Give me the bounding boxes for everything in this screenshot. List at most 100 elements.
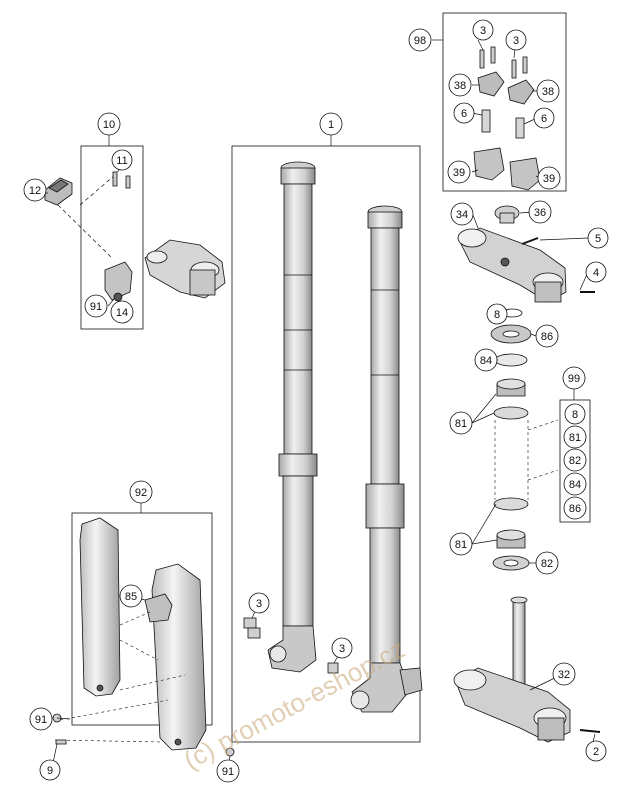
callout-34: 34 — [450, 202, 474, 226]
leader-dash-11 — [79, 174, 116, 206]
svg-text:84: 84 — [569, 479, 581, 491]
svg-text:99: 99 — [568, 373, 580, 385]
group-99-frame — [559, 399, 591, 523]
callout-11: 11 — [111, 149, 133, 171]
svg-text:2: 2 — [593, 746, 599, 758]
bracket-part — [104, 261, 133, 302]
bolts-6 — [481, 109, 525, 139]
clamps-38 — [477, 71, 535, 105]
bearing-stack-lower — [492, 497, 530, 571]
callout-3-b: 3 — [505, 29, 527, 51]
callout-85: 85 — [119, 584, 143, 608]
callout-8-b: 8 — [564, 403, 586, 425]
callout-38-a: 38 — [448, 73, 472, 97]
svg-text:86: 86 — [569, 503, 581, 515]
svg-text:81: 81 — [455, 539, 467, 551]
callout-36: 36 — [528, 200, 552, 224]
callout-86-a: 86 — [535, 324, 559, 348]
svg-text:91: 91 — [222, 766, 234, 778]
fork-guard-right — [151, 563, 207, 751]
guard-clip-85 — [144, 593, 173, 623]
svg-text:11: 11 — [116, 155, 127, 167]
callout-5: 5 — [587, 227, 609, 249]
callout-81-c: 81 — [563, 425, 587, 449]
svg-text:3: 3 — [256, 598, 262, 610]
svg-text:14: 14 — [116, 307, 128, 319]
svg-text:9: 9 — [47, 765, 53, 777]
callout-86-b: 86 — [563, 496, 587, 520]
svg-text:36: 36 — [534, 207, 546, 219]
svg-text:3: 3 — [339, 643, 345, 655]
callout-91-bottom: 91 — [216, 759, 240, 783]
group-10-frame — [80, 145, 144, 330]
callout-6-b: 6 — [533, 107, 555, 129]
svg-text:92: 92 — [135, 487, 147, 499]
svg-text:91: 91 — [35, 714, 47, 726]
group-92-frame — [71, 512, 213, 726]
callout-84-a: 84 — [474, 348, 498, 372]
svg-text:82: 82 — [569, 455, 581, 467]
svg-text:3: 3 — [513, 35, 519, 47]
svg-text:98: 98 — [414, 35, 426, 47]
dashed-head-tube — [494, 419, 559, 500]
callout-99: 99 — [562, 366, 586, 390]
svg-text:81: 81 — [569, 432, 581, 444]
callout-9: 9 — [39, 759, 61, 781]
steering-nut-36 — [494, 205, 520, 224]
upper-triple-clamp — [457, 227, 567, 303]
clamps-39 — [473, 147, 541, 191]
svg-text:4: 4 — [593, 267, 599, 279]
callout-92: 92 — [129, 480, 153, 504]
group-1-frame — [231, 145, 421, 743]
callout-84-b: 84 — [563, 472, 587, 496]
callout-91-mid: 91 — [29, 707, 53, 731]
callout-39-a: 39 — [447, 160, 471, 184]
callout-8-a: 8 — [486, 303, 508, 325]
svg-text:82: 82 — [541, 558, 553, 570]
svg-text:32: 32 — [558, 669, 570, 681]
svg-text:34: 34 — [456, 209, 468, 221]
fork-guard-left — [79, 517, 121, 697]
group-98-frame — [442, 12, 567, 192]
callout-91-top: 91 — [84, 294, 108, 318]
callout-81-b: 81 — [449, 532, 473, 556]
callout-6-a: 6 — [453, 102, 475, 124]
svg-text:8: 8 — [572, 409, 578, 421]
bearing-stack-upper — [490, 308, 532, 420]
callout-38-b: 38 — [536, 79, 560, 103]
callout-2: 2 — [585, 740, 607, 762]
right-fork-leg — [350, 205, 423, 713]
callouts: 1 10 11 12 91 14 98 3 3 38 38 6 6 39 39 … — [23, 19, 609, 783]
leader-lines — [45, 39, 596, 771]
callout-32: 32 — [552, 662, 576, 686]
callout-82-b: 82 — [535, 551, 559, 575]
screw-5-shaft — [521, 237, 539, 245]
svg-text:39: 39 — [453, 167, 465, 179]
cable-guide-part-12 — [44, 177, 73, 206]
svg-text:81: 81 — [455, 418, 467, 430]
callout-1: 1 — [319, 112, 343, 136]
callout-4: 4 — [585, 261, 607, 283]
small-screws-11 — [112, 171, 131, 189]
svg-text:38: 38 — [454, 80, 466, 92]
callout-81-a: 81 — [449, 411, 473, 435]
lower-triple-clamp — [453, 596, 571, 743]
screws-3 — [479, 46, 528, 79]
lower-triple-clamp-small — [144, 239, 226, 299]
callout-3-c: 3 — [248, 592, 270, 614]
left-fork-leg — [267, 161, 318, 673]
callout-10: 10 — [97, 112, 121, 136]
callout-12: 12 — [23, 178, 47, 202]
svg-text:8: 8 — [494, 309, 500, 321]
screw-2-shaft — [579, 729, 601, 733]
svg-text:12: 12 — [29, 185, 41, 197]
callout-14: 14 — [110, 300, 134, 324]
callout-82-a: 82 — [563, 448, 587, 472]
callout-39-b: 39 — [537, 166, 561, 190]
svg-text:91: 91 — [90, 301, 102, 313]
svg-text:38: 38 — [542, 86, 554, 98]
svg-text:39: 39 — [543, 173, 555, 185]
svg-text:3: 3 — [480, 25, 486, 37]
callout-3-a: 3 — [472, 19, 494, 41]
